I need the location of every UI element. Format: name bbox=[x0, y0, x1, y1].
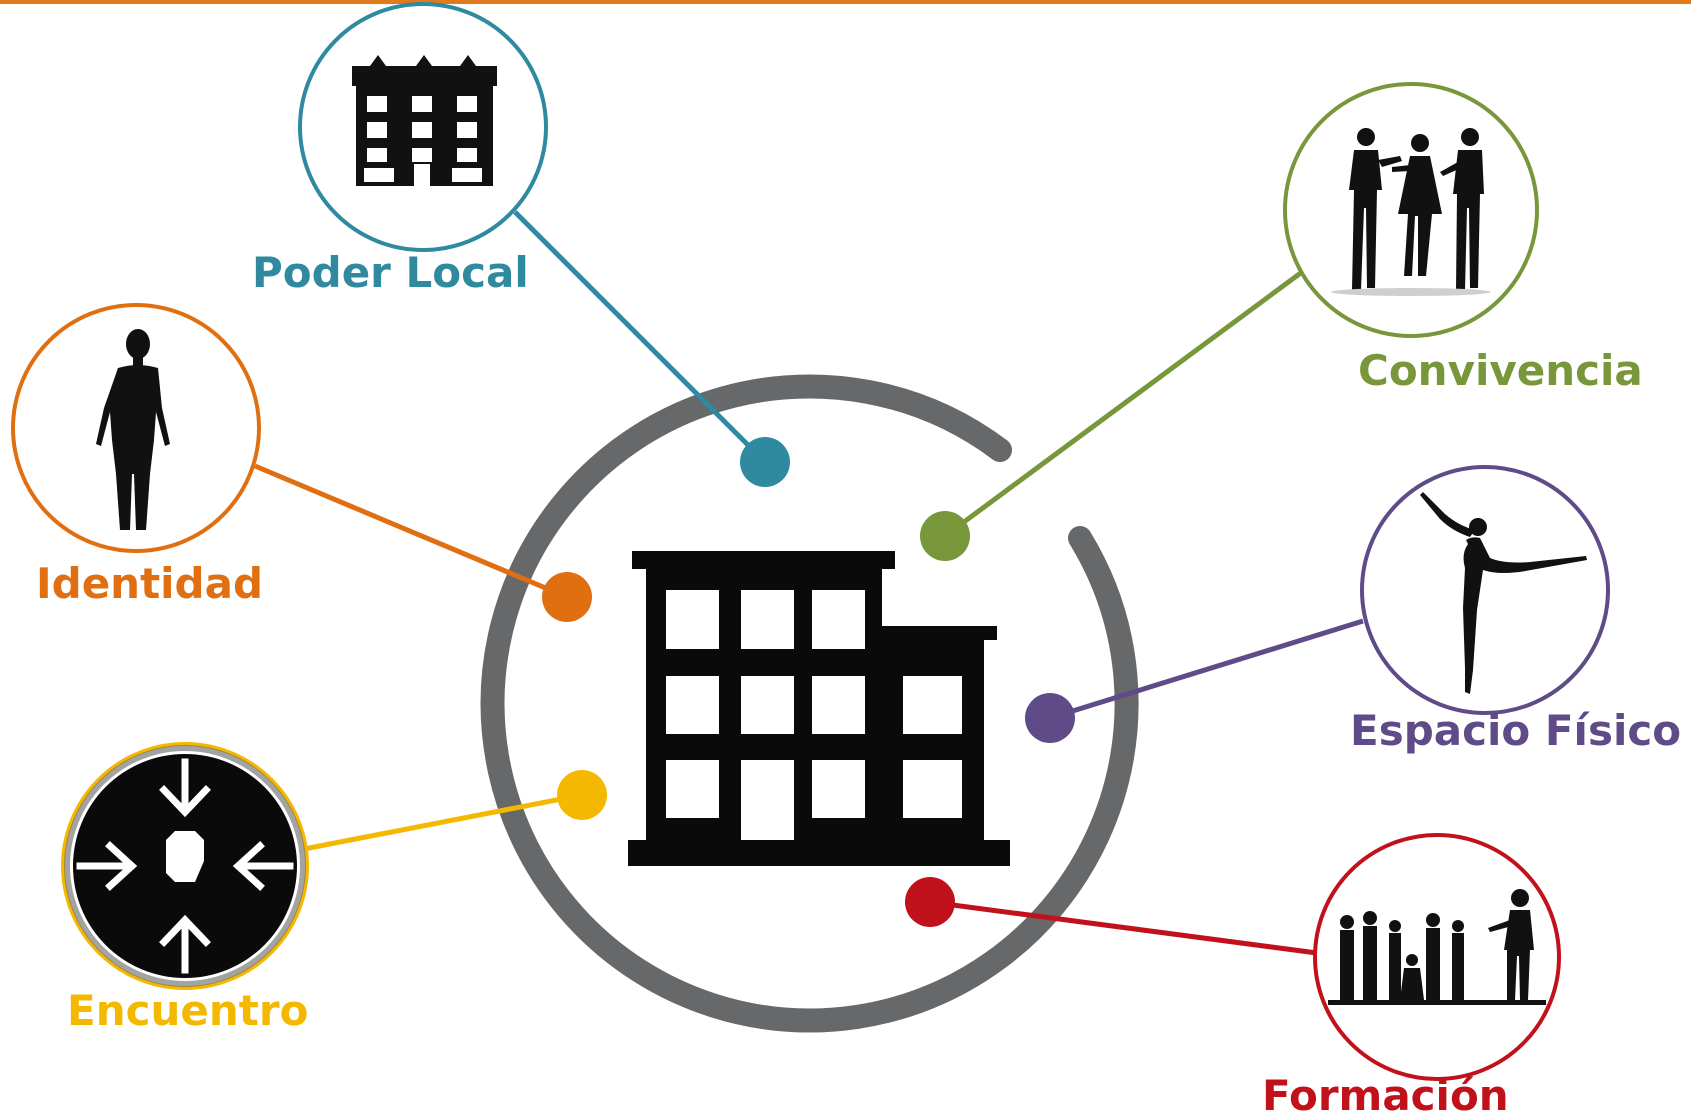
dot-convivencia bbox=[920, 511, 970, 561]
dot-espacio-fisico bbox=[1025, 693, 1075, 743]
dot-identidad bbox=[542, 572, 592, 622]
teacher-students-icon bbox=[1328, 889, 1546, 1005]
town-hall-icon bbox=[352, 55, 497, 186]
office-building-icon bbox=[628, 551, 1010, 866]
dot-formacion bbox=[905, 877, 955, 927]
connector-convivencia bbox=[943, 269, 1304, 539]
dot-poder-local bbox=[740, 437, 790, 487]
meeting-point-icon bbox=[64, 745, 306, 987]
connector-identidad bbox=[254, 463, 568, 600]
connector-formacion bbox=[929, 899, 1318, 956]
connector-encuentro bbox=[303, 792, 583, 852]
label-poder-local: Poder Local bbox=[252, 248, 529, 297]
top-accent-bar bbox=[0, 0, 1691, 4]
people-talking-icon bbox=[1331, 128, 1491, 296]
label-espacio-fisico: Espacio Físico bbox=[1350, 706, 1682, 755]
center-ring bbox=[480, 374, 1139, 1033]
label-convivencia: Convivencia bbox=[1358, 346, 1643, 395]
connector-espacio-fisico bbox=[1049, 618, 1364, 721]
label-formacion: Formación bbox=[1262, 1071, 1509, 1120]
connector-poder-local bbox=[513, 210, 767, 464]
human-silhouette-icon bbox=[96, 329, 170, 530]
dot-encuentro bbox=[557, 770, 607, 820]
dancer-icon bbox=[1420, 492, 1587, 694]
label-encuentro: Encuentro bbox=[67, 986, 309, 1035]
node-circle-espacio-fisico bbox=[1360, 465, 1610, 715]
label-identidad: Identidad bbox=[36, 559, 264, 608]
